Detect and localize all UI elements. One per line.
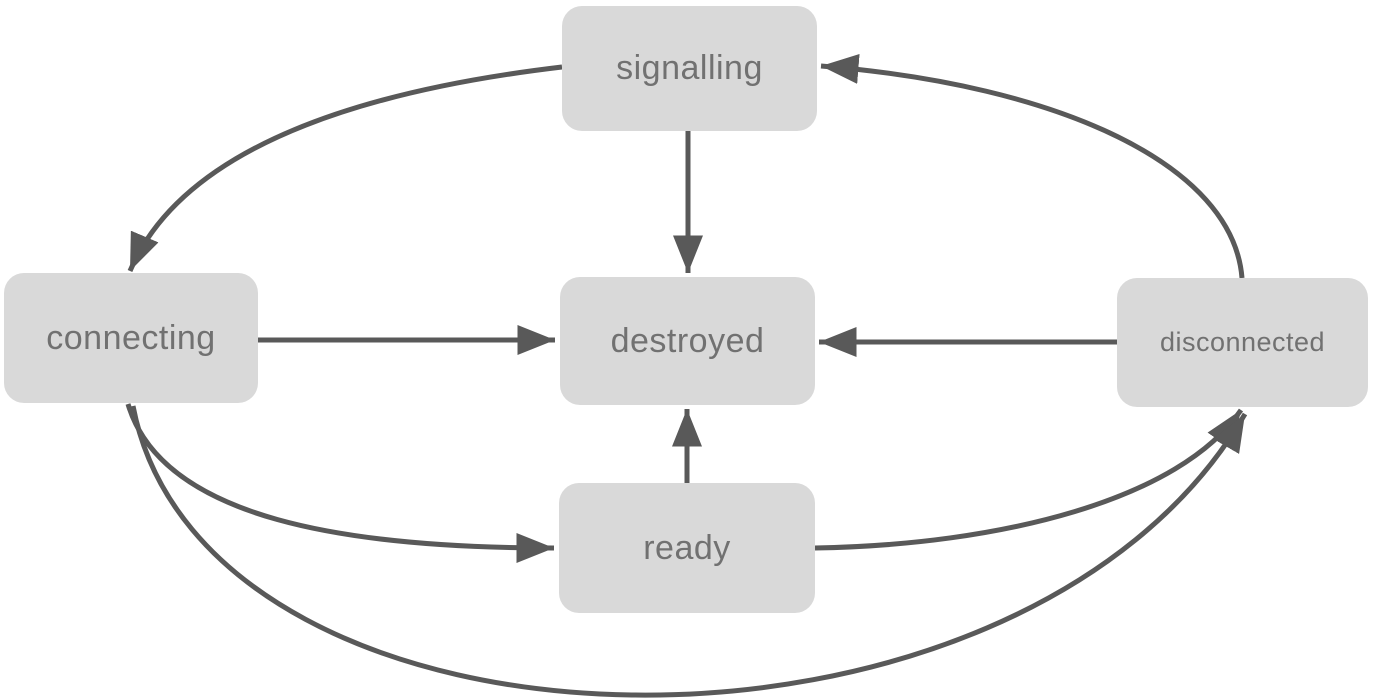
node-signalling: signalling [562,6,817,131]
node-disconnected-label: disconnected [1159,327,1326,357]
node-ready-label: ready [643,528,731,567]
edge-disconnected-to-signalling [820,54,1245,279]
node-connecting-label: connecting [46,318,216,357]
node-ready: ready [559,483,815,613]
edge-signalling-to-connecting [127,64,563,272]
edge-connecting-to-ready [125,403,555,563]
node-disconnected: disconnected [1117,278,1368,407]
node-connecting: connecting [4,273,258,403]
node-destroyed-label: destroyed [610,321,765,360]
node-signalling-label: signalling [616,49,763,87]
edge-connecting-to-disconnected [130,405,1248,698]
node-destroyed: destroyed [560,277,815,405]
edge-ready-to-disconnected [814,408,1244,551]
